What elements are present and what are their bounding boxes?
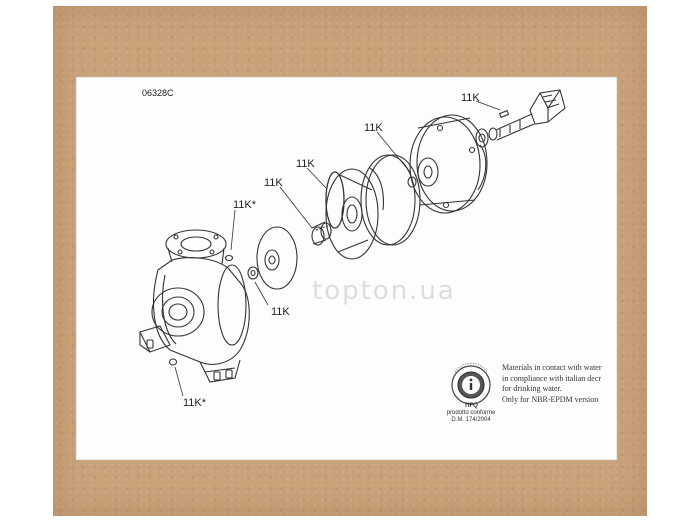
watermark: topton.ua (312, 276, 456, 306)
seal-caption: TIFQ prodotto conforme D.M. 174/2004 (446, 403, 496, 424)
small-ring (407, 176, 417, 188)
paper-sheet (75, 76, 618, 461)
pump-casing (139, 229, 250, 383)
approval-seal-logo (451, 362, 491, 405)
seal-caption-line-2: D.M. 174/2004 (451, 417, 491, 423)
part-label-seal: 11K (264, 177, 283, 189)
part-label-ring: 11K (364, 122, 383, 134)
impeller-nut (247, 266, 259, 280)
part-label-shaft: 11K (461, 92, 480, 104)
part-label-casing-bottom: 11K* (183, 397, 207, 409)
part-label-nut: 11K (271, 306, 290, 318)
part-label-casing-top: 11K* (233, 199, 257, 211)
shaft-assembly (475, 89, 566, 148)
impeller (256, 226, 298, 290)
o-ring-lower (168, 358, 178, 366)
notice-line-1: Materials in contact with water (502, 363, 602, 372)
drawing-code: 06328C (142, 88, 174, 98)
intermediate-disk (360, 154, 421, 246)
leader-lines (174, 100, 501, 397)
o-ring-upper (224, 254, 234, 262)
seal-brand: TIFQ (464, 403, 478, 409)
notice-line-3: for drinking water. (502, 384, 562, 393)
notice-line-2: in compliance with italian decr (502, 373, 602, 383)
motor-bracket (409, 114, 488, 214)
notice-line-4: Only for NBR-EPDM version (502, 394, 599, 404)
compliance-notice: Materials in contact with water in compl… (502, 363, 612, 405)
seal-caption-line-1: prodotto conforme (446, 410, 496, 416)
part-label-o-ring: 11K (296, 158, 315, 170)
large-o-ring (325, 171, 345, 229)
